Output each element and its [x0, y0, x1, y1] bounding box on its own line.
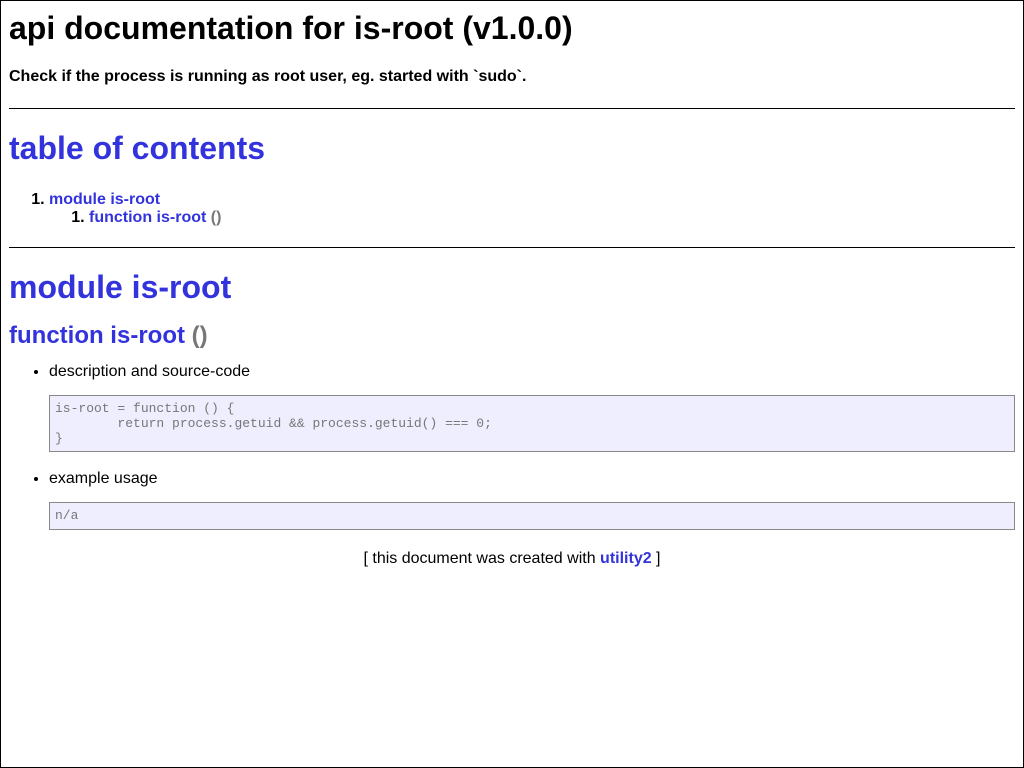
- page-title: api documentation for is-root (v1.0.0): [9, 10, 573, 46]
- function-heading[interactable]: function is-root (): [9, 321, 1015, 351]
- page: api documentation for is-root (v1.0.0) C…: [1, 10, 1023, 568]
- divider: [9, 108, 1015, 109]
- package-description: Check if the process is running as root …: [9, 68, 527, 85]
- toc-link-function-label: function is-root: [89, 209, 207, 226]
- toc-link-function[interactable]: function is-root (): [89, 209, 221, 226]
- footer-suffix: ]: [651, 550, 661, 567]
- list-item-description: description and source-code is-root = fu…: [49, 363, 1015, 452]
- module-heading[interactable]: module is-root: [9, 269, 232, 305]
- description-label: description and source-code: [49, 363, 251, 380]
- toc-sublist: function is-root (): [49, 209, 1015, 227]
- example-code-block: n/a: [49, 502, 1015, 530]
- source-code-block: is-root = function () { return process.g…: [49, 395, 1015, 452]
- footer-prefix: [ this document was created with: [363, 550, 601, 567]
- utility2-link[interactable]: utility2: [600, 550, 652, 567]
- function-heading-parens: (): [191, 322, 208, 349]
- function-details-list: description and source-code is-root = fu…: [9, 363, 1015, 530]
- function-heading-label: function is-root: [9, 322, 185, 349]
- toc-link-module[interactable]: module is-root: [49, 191, 161, 208]
- divider: [9, 247, 1015, 248]
- list-item-example: example usage n/a: [49, 470, 1015, 530]
- toc-item-function: function is-root (): [89, 209, 1015, 227]
- example-label: example usage: [49, 470, 158, 487]
- toc-function-parens: (): [210, 209, 222, 226]
- footer: [ this document was created with utility…: [9, 550, 1015, 568]
- toc-item-module: module is-root function is-root (): [49, 191, 1015, 227]
- toc-list: module is-root function is-root (): [9, 191, 1015, 227]
- toc-heading[interactable]: table of contents: [9, 130, 266, 166]
